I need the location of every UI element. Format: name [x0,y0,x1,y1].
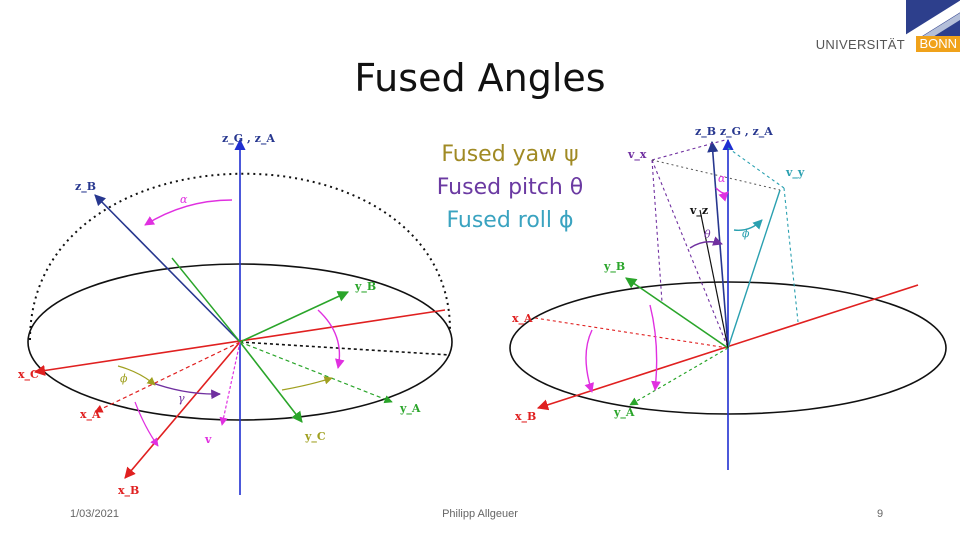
green-upper-line [171,257,241,343]
legend-pitch: Fused pitch θ [436,175,584,200]
right-label-vz: v_z [689,204,708,218]
right-label-xa: x_A [512,312,533,326]
yaw-arc [281,376,333,391]
footer-date: 1/03/2021 [70,508,119,520]
yb-axis [239,291,350,343]
label-zg-za: z_G , z_A [222,132,275,146]
label-ya: y_A [399,402,421,416]
footer-page-number: 9 [877,508,884,520]
label-xc: x_C [18,368,39,382]
v-vector [219,341,241,426]
right-magenta-arc [584,329,594,393]
yc-axis [239,341,303,423]
xb-axis [124,341,241,479]
university-logo: UNIVERSITÄT BONN [800,0,960,56]
right-teal-dashed-top [727,147,785,189]
label-yb: y_B [354,280,376,294]
label-gamma: γ [178,392,185,405]
right-label-phi: ϕ [742,227,750,240]
right-yb-axis [625,277,729,349]
right-vz-dash [651,159,781,191]
logo-accent-text: BONN [916,36,960,52]
magenta-down-arc [134,401,159,447]
phi-arc [117,365,156,386]
right-ya-axis [629,347,729,406]
right-label-vy: v_y [785,166,805,180]
logo-shield-icon [906,0,960,36]
footer-author: Philipp Allgeuer [442,508,518,520]
right-label-ya: y_A [613,406,635,420]
zb-axis [94,194,241,343]
legend-roll: Fused roll ϕ [446,208,574,233]
ya-axis [239,341,393,404]
right-label-alpha: α [718,172,726,185]
right-teal-dashed-vertical [783,187,799,323]
right-teal-line [727,189,781,349]
right-alpha-arc [715,187,729,202]
label-alpha: α [180,193,188,206]
horizon-dotted-line [239,341,451,356]
logo-text: UNIVERSITÄT [815,37,905,52]
right-label-vx: v_x [627,148,647,162]
right-label-xb: x_B [515,410,536,424]
gamma-arc [149,381,221,400]
xa-axis [94,341,241,413]
right-purple-diag [651,159,729,349]
label-zb: z_B [75,180,96,194]
angle-legend: Fused yaw ψ Fused pitch θ Fused roll ϕ [400,138,620,237]
right-vz-line [699,209,729,349]
right-label-yb: y_B [603,260,625,274]
label-phi: ϕ [120,372,128,385]
label-v: v [204,433,212,446]
right-theta-arc [689,236,723,249]
right-purple-top [651,139,726,161]
alpha-arc [144,199,233,226]
right-magenta-arc-2 [649,304,661,391]
right-phi-arc [733,219,763,231]
roll-arc [317,309,345,369]
right-label-zb-zg-za: z_B z_G , z_A [695,125,773,139]
right-label-theta: θ [704,228,711,241]
legend-yaw: Fused yaw ψ [441,142,579,167]
slide-title: Fused Angles [354,56,606,100]
label-xa: x_A [80,408,101,422]
right-purple-left [651,159,663,303]
label-xb: x_B [118,484,139,498]
left-figure: z_G , z_A z_B α y_B x_C ϕ γ x_A y_A v y_… [18,132,453,498]
label-yc: y_C [304,430,326,444]
right-figure: z_B z_G , z_A v_x v_y v_z α θ ϕ y_B x_A … [509,125,947,470]
right-xa-dashed [534,317,729,349]
